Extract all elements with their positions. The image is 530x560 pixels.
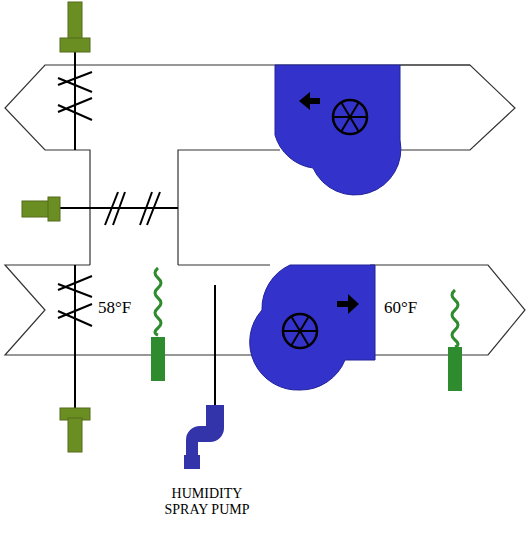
return-fan <box>275 65 401 195</box>
damper-actuator <box>48 197 60 221</box>
return-duct <box>178 150 280 265</box>
damper-actuator <box>68 418 82 452</box>
return-duct-break <box>400 65 515 150</box>
dampers <box>58 50 178 410</box>
temperature-sensors <box>151 268 462 391</box>
temperature-reading: 60°F <box>384 298 417 318</box>
damper-actuators <box>22 2 90 452</box>
mixing-damper-blades <box>105 192 160 225</box>
sensor-housing <box>151 337 165 381</box>
exhaust-damper-blades <box>58 72 92 120</box>
spray-pump <box>184 285 224 469</box>
damper-actuator <box>68 2 82 40</box>
equipment-label-holder: HUMIDITY SPRAY PUMP <box>152 486 262 518</box>
sensor-housing <box>448 347 462 391</box>
damper-actuator <box>60 38 90 52</box>
temperature-reading-holder: 60°F <box>384 298 417 318</box>
supply-fan <box>250 265 375 390</box>
temperature-reading: 58°F <box>98 298 131 318</box>
sensor-element <box>155 268 161 335</box>
temperature-reading-holder: 58°F <box>98 298 131 318</box>
damper-actuator <box>22 201 50 217</box>
outside-air-damper-blades <box>58 276 92 326</box>
sensor-element <box>452 290 458 347</box>
equipment-label: HUMIDITY SPRAY PUMP <box>152 486 262 518</box>
mixing-duct <box>178 264 270 265</box>
outside-air-duct <box>5 265 270 355</box>
supply-duct <box>370 265 525 355</box>
outside-air-damper-shaft <box>74 265 76 410</box>
exhaust-damper-shaft <box>74 50 76 150</box>
